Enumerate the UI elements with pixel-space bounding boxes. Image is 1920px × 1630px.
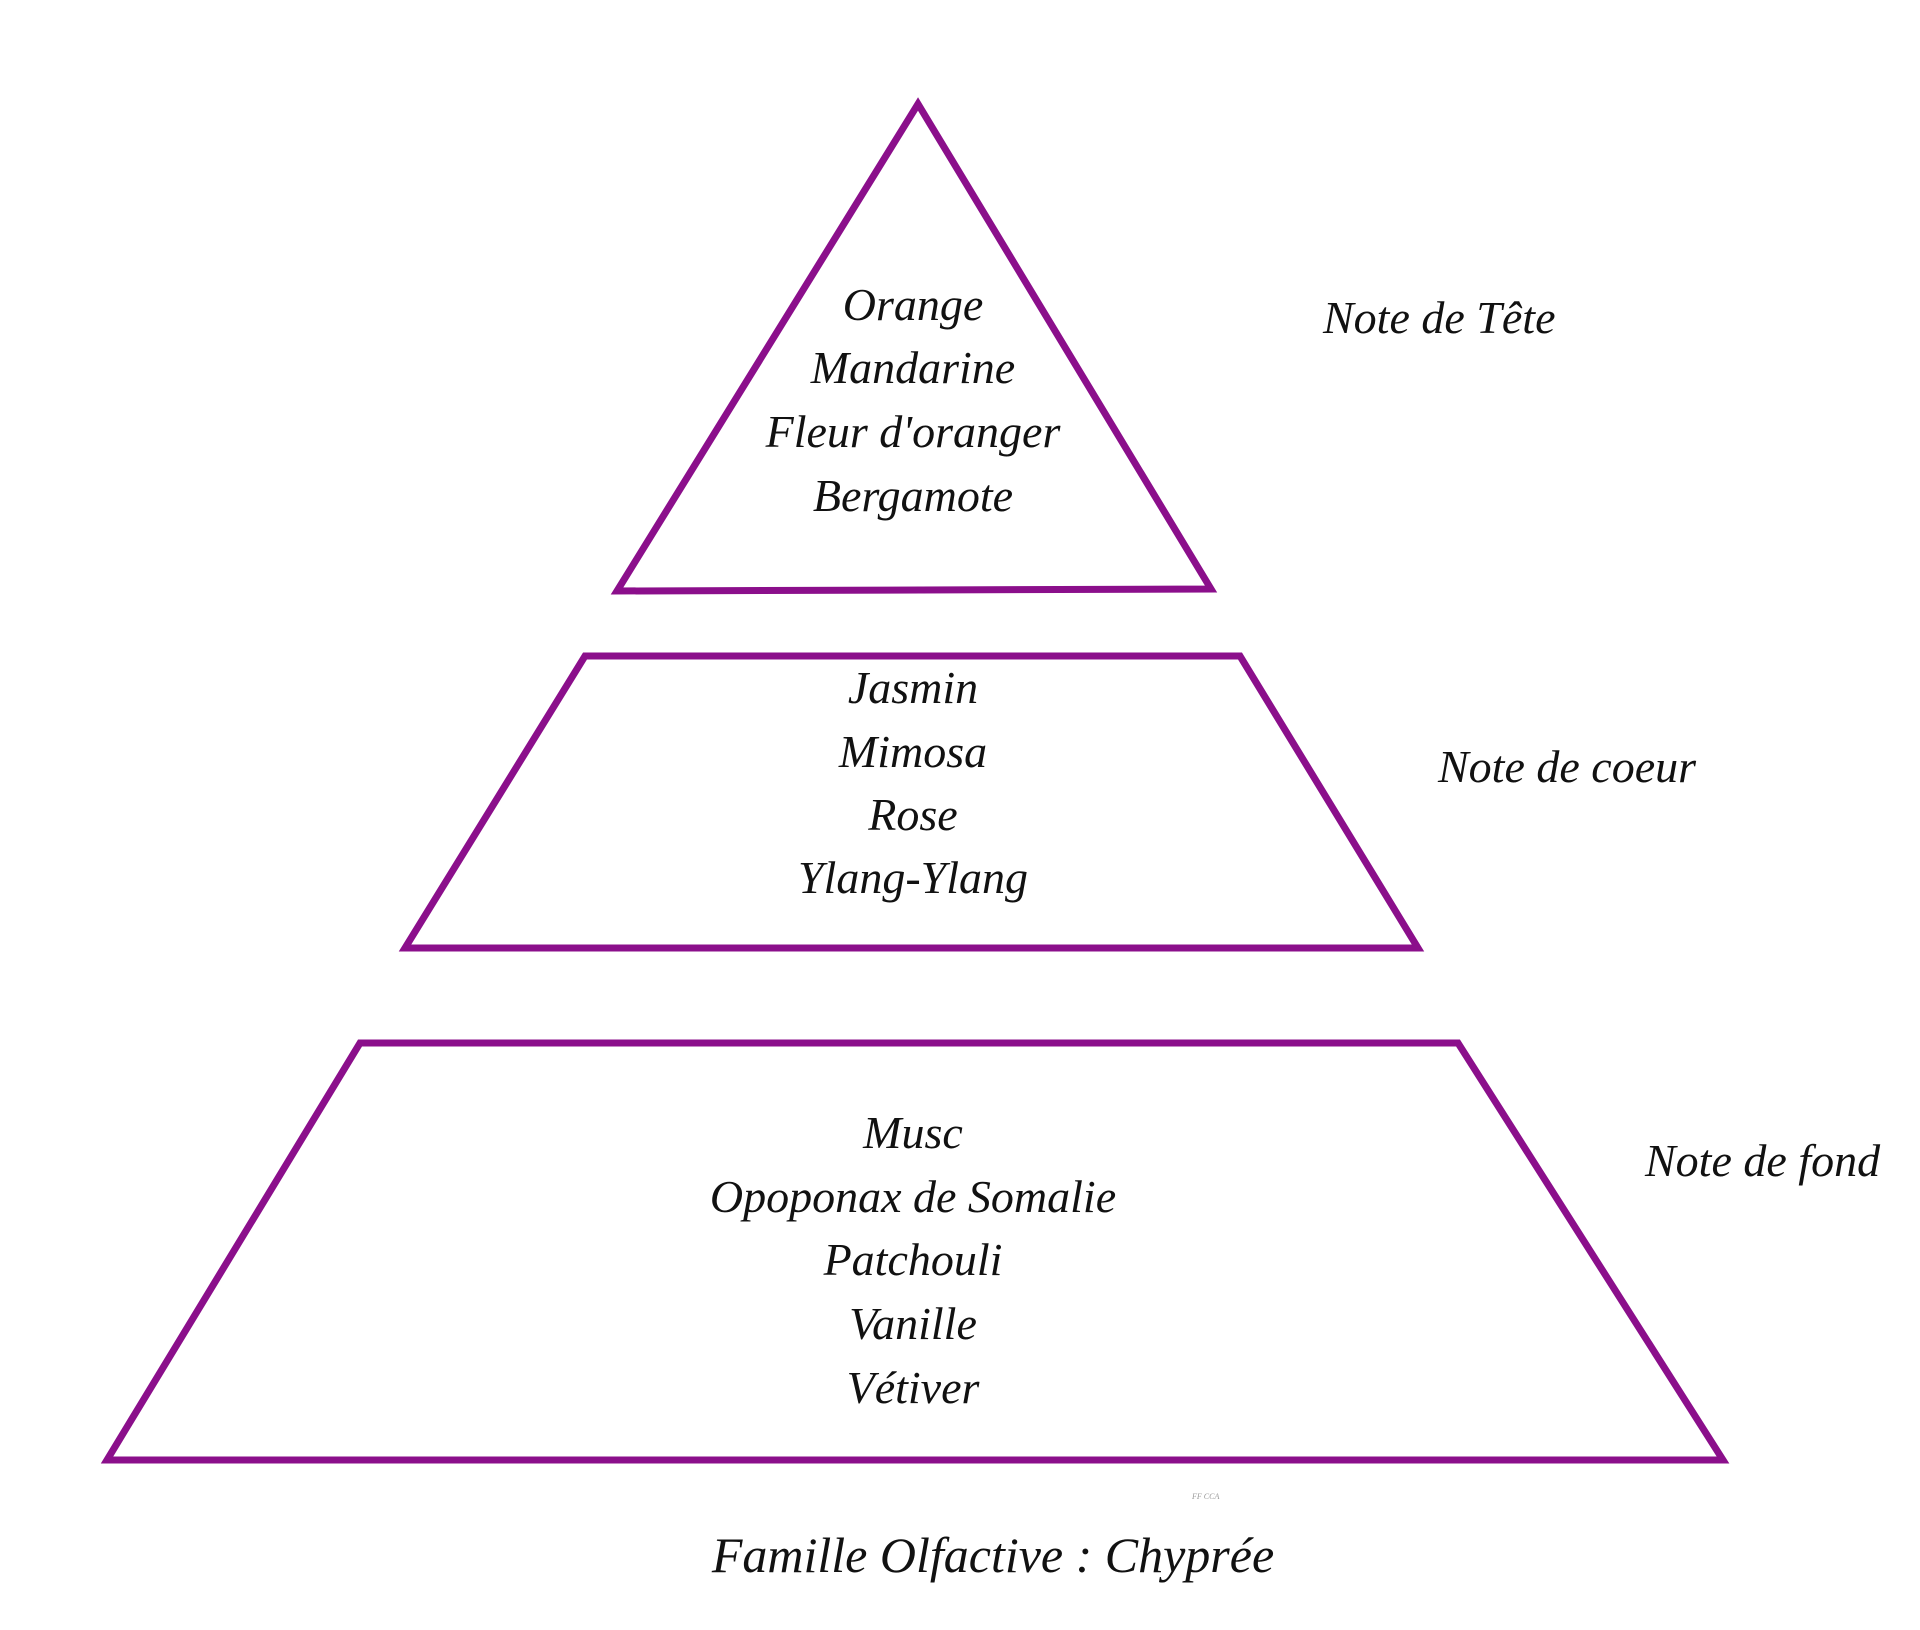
tier-base: Musc Opoponax de Somalie Patchouli Vanil… (100, 1039, 1881, 1464)
tier-heart: Jasmin Mimosa Rose Ylang-Ylang Note de c… (398, 652, 1697, 952)
heart-note-item: Mimosa (838, 726, 987, 777)
heart-note-item: Rose (867, 789, 957, 840)
base-note-trapezoid (100, 1039, 1730, 1464)
top-note-item: Mandarine (810, 342, 1015, 393)
small-watermark: FF CCA (1191, 1492, 1219, 1501)
olfactive-family-title: Famille Olfactive : Chyprée (711, 1527, 1274, 1583)
tier-label-heart: Note de coeur (1437, 741, 1697, 792)
heart-note-trapezoid (398, 652, 1425, 952)
top-note-item: Fleur d'oranger (765, 406, 1062, 457)
heart-note-item: Ylang-Ylang (798, 852, 1028, 903)
top-note-item: Orange (843, 279, 984, 330)
tier-top: Orange Mandarine Fleur d'oranger Bergamo… (610, 97, 1556, 595)
base-note-item: Opoponax de Somalie (710, 1171, 1116, 1222)
base-note-item: Patchouli (823, 1234, 1003, 1285)
tier-label-base: Note de fond (1644, 1135, 1881, 1186)
top-note-triangle (610, 97, 1218, 595)
base-note-item: Vétiver (847, 1362, 981, 1413)
tier-label-top: Note de Tête (1322, 292, 1556, 343)
top-note-item: Bergamote (813, 470, 1013, 521)
base-note-item: Vanille (849, 1298, 977, 1349)
heart-note-item: Jasmin (848, 662, 978, 713)
base-note-item: Musc (862, 1107, 963, 1158)
